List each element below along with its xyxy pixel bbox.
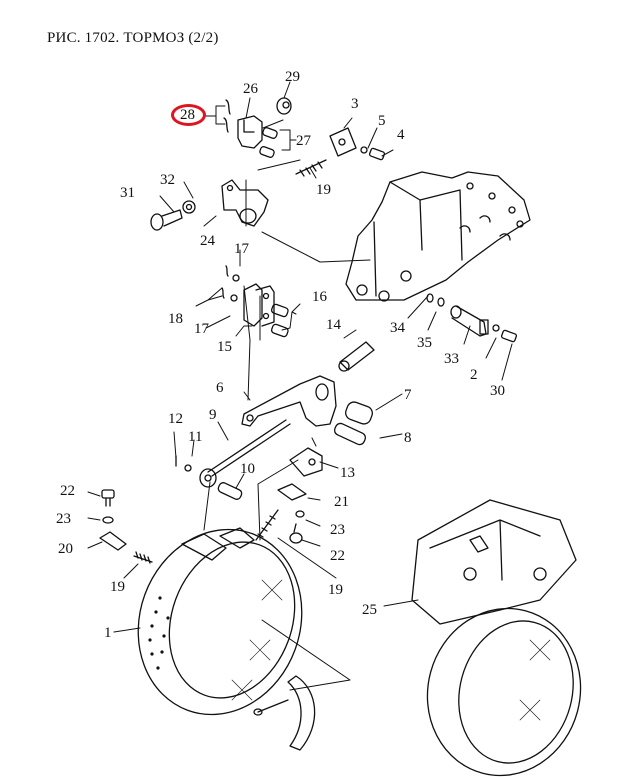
callout-9: 9 <box>209 407 217 423</box>
callout-8: 8 <box>404 430 412 446</box>
part-20-plate <box>99 531 127 551</box>
callout-19-right: 19 <box>328 582 343 598</box>
part-24-lever <box>221 179 269 227</box>
part-33-pin <box>450 305 489 337</box>
part-35-ring <box>437 297 445 307</box>
callout-13: 13 <box>340 465 355 481</box>
callout-5: 5 <box>378 113 386 129</box>
part-25-brake-assembly <box>411 499 582 777</box>
callout-20: 20 <box>58 541 73 557</box>
part-2-ring <box>492 324 500 332</box>
housing <box>345 171 531 302</box>
callout-16: 16 <box>312 289 327 305</box>
callout-26: 26 <box>243 81 258 97</box>
part-13-bracket <box>289 447 323 477</box>
part-29-bushing <box>276 97 292 115</box>
callout-1: 1 <box>104 625 112 641</box>
part-34-ring <box>426 293 434 303</box>
callout-2: 2 <box>470 367 478 383</box>
callout-35: 35 <box>417 335 432 351</box>
part-6-lever <box>241 375 337 427</box>
callout-17-upper: 17 <box>234 241 249 257</box>
part-1-brake-band <box>137 527 303 716</box>
callout-3: 3 <box>351 96 359 112</box>
leader-lines <box>87 81 513 691</box>
callout-24: 24 <box>200 233 215 249</box>
part-16-pins <box>270 303 289 338</box>
highlight-ring-28 <box>171 104 206 126</box>
part-27-pins <box>259 127 278 158</box>
part-7-cylinder <box>345 401 373 425</box>
part-18-pins <box>221 265 229 299</box>
part-17-washer-lower <box>230 294 238 302</box>
callout-18: 18 <box>168 311 183 327</box>
part-32-nut <box>182 200 196 214</box>
callout-6: 6 <box>216 380 224 396</box>
part-21-plate <box>277 483 307 501</box>
callout-7: 7 <box>404 387 412 403</box>
part-17-washer-upper <box>232 274 240 282</box>
callout-19-left: 19 <box>110 579 125 595</box>
part-22-bolt-right <box>289 523 303 544</box>
callout-11: 11 <box>188 429 203 445</box>
part-22-bolt-left <box>101 489 115 507</box>
callout-33: 33 <box>444 351 459 367</box>
callout-22-right: 22 <box>330 548 345 564</box>
callout-17-lower: 17 <box>194 321 209 337</box>
part-14-shaft <box>338 341 375 372</box>
part-28-cotter-pins <box>223 99 231 133</box>
callout-19-top: 19 <box>316 182 331 198</box>
part-8-pin <box>333 422 367 446</box>
callout-23-right: 23 <box>330 522 345 538</box>
part-19-spring-lower-left <box>133 551 153 564</box>
callout-4: 4 <box>397 127 405 143</box>
callout-25: 25 <box>362 602 377 618</box>
part-26-bracket <box>237 115 263 149</box>
part-15-clevis <box>243 283 275 327</box>
part-11-washer <box>184 464 192 472</box>
callout-29: 29 <box>285 69 300 85</box>
part-19-spring-upper <box>295 159 327 177</box>
part-3-plate <box>329 127 357 157</box>
callout-28: 28 <box>180 107 195 123</box>
callout-22-left: 22 <box>60 483 75 499</box>
figure-title: РИС. 1702. ТОРМОЗ (2/2) <box>47 30 219 46</box>
part-23-washer-right <box>295 510 305 518</box>
callout-15: 15 <box>217 339 232 355</box>
part-19-spring-lower-right <box>255 509 279 541</box>
part-30-bolt <box>500 329 518 343</box>
part-5-washer <box>360 146 368 154</box>
part-10-pin <box>217 482 243 500</box>
callout-23-left: 23 <box>56 511 71 527</box>
brake-lining-segment <box>253 675 316 751</box>
callout-31: 31 <box>120 185 135 201</box>
callout-21: 21 <box>334 494 349 510</box>
callout-12: 12 <box>168 411 183 427</box>
callout-14: 14 <box>326 317 341 333</box>
part-23-washer-left <box>102 516 114 524</box>
callout-10: 10 <box>240 461 255 477</box>
callout-27: 27 <box>296 133 311 149</box>
part-9-rod <box>199 419 291 488</box>
callout-32: 32 <box>160 172 175 188</box>
part-31-bolt <box>150 209 183 231</box>
callout-34: 34 <box>390 320 405 336</box>
callout-30: 30 <box>490 383 505 399</box>
part-4-bolt <box>368 147 386 161</box>
